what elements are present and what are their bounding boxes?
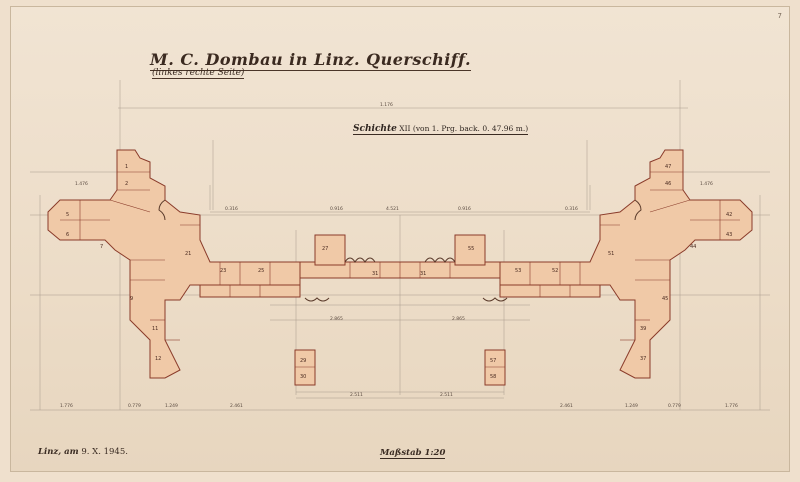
stone-label: 12	[155, 356, 161, 362]
stonework-right	[499, 149, 753, 379]
layer-prefix: Schichte	[353, 124, 397, 134]
dimension-label: 0.316	[225, 206, 238, 212]
stone-label: 9	[130, 296, 133, 302]
stone-label: 31	[372, 271, 378, 277]
dimension-label: 1.176	[380, 102, 393, 108]
stonework-right-joints	[529, 171, 740, 341]
date-value: 9. X. 1945.	[81, 447, 128, 457]
stone-label: 46	[665, 181, 671, 187]
dimension-label: 0.779	[668, 403, 681, 409]
scale-label: Maßstab 1:20	[380, 448, 446, 459]
arch-profiles	[158, 199, 642, 302]
dimension-label: 1.249	[625, 403, 638, 409]
dimension-label: 0.916	[330, 206, 343, 212]
stone-label: 39	[640, 326, 646, 332]
stone-label: 25	[258, 268, 264, 274]
central-beam-joints	[229, 262, 571, 368]
drawing-title: M. C. Dombau in Linz. Querschiff.	[150, 50, 472, 71]
stone-label: 45	[662, 296, 668, 302]
stone-label: 7	[100, 244, 103, 250]
stone-label: 5	[66, 212, 69, 218]
dimension-label: 1.776	[725, 403, 738, 409]
stone-label: 21	[185, 251, 191, 257]
dimension-label: 4.521	[386, 206, 399, 212]
stone-label: 6	[66, 232, 69, 238]
date-line: Linz, am 9. X. 1945.	[38, 447, 128, 457]
stone-label: 30	[300, 374, 306, 380]
date-prefix: Linz, am	[38, 447, 79, 457]
stone-label: 42	[726, 212, 732, 218]
stone-label: 1	[125, 164, 128, 170]
stone-label: 44	[690, 244, 696, 250]
corner-mark: 7	[777, 12, 782, 20]
dimension-labels: 1.776 0.779 1.249 2.461 2.511 2.511 2.46…	[60, 102, 738, 409]
dimension-label: 1.776	[60, 403, 73, 409]
stone-labels: 1 2 5 6 7 9 11 12 21 23 25 27 29 30 47 4…	[66, 164, 732, 380]
stone-label: 2	[125, 181, 128, 187]
stone-label: 57	[490, 358, 496, 364]
dimension-label: 0.779	[128, 403, 141, 409]
stone-label: 52	[552, 268, 558, 274]
dimension-label: 0.316	[565, 206, 578, 212]
layer-label: Schichte XII (von 1. Prg. back. 0. 47.96…	[353, 124, 529, 135]
dimension-label: 1.476	[75, 181, 88, 187]
stone-label: 27	[322, 246, 328, 252]
dimension-label: 2.461	[560, 403, 573, 409]
stone-label: 23	[220, 268, 226, 274]
stone-label: 53	[515, 268, 521, 274]
dimension-label: 1.476	[700, 181, 713, 187]
stonework-left-joints	[60, 171, 271, 341]
stone-label: 31	[420, 271, 426, 277]
stone-label: 55	[468, 246, 474, 252]
stone-label: 47	[665, 164, 671, 170]
stone-label: 29	[300, 358, 306, 364]
layer-detail: XII (von 1. Prg. back. 0. 47.96 m.)	[399, 124, 529, 133]
stone-label: 51	[608, 251, 614, 257]
dimension-label: 2.865	[452, 316, 465, 322]
stone-label: 43	[726, 232, 732, 238]
dimension-label: 2.511	[440, 392, 453, 398]
dimension-label: 2.511	[350, 392, 363, 398]
stone-label: 11	[152, 326, 158, 332]
dimension-label: 0.916	[458, 206, 471, 212]
stone-label: 37	[640, 356, 646, 362]
dimension-label: 2.865	[330, 316, 343, 322]
drawing-subtitle: (linkes rechte Seite)	[152, 68, 245, 79]
dimension-label: 2.461	[230, 403, 243, 409]
dimension-label: 1.249	[165, 403, 178, 409]
stone-label: 58	[490, 374, 496, 380]
